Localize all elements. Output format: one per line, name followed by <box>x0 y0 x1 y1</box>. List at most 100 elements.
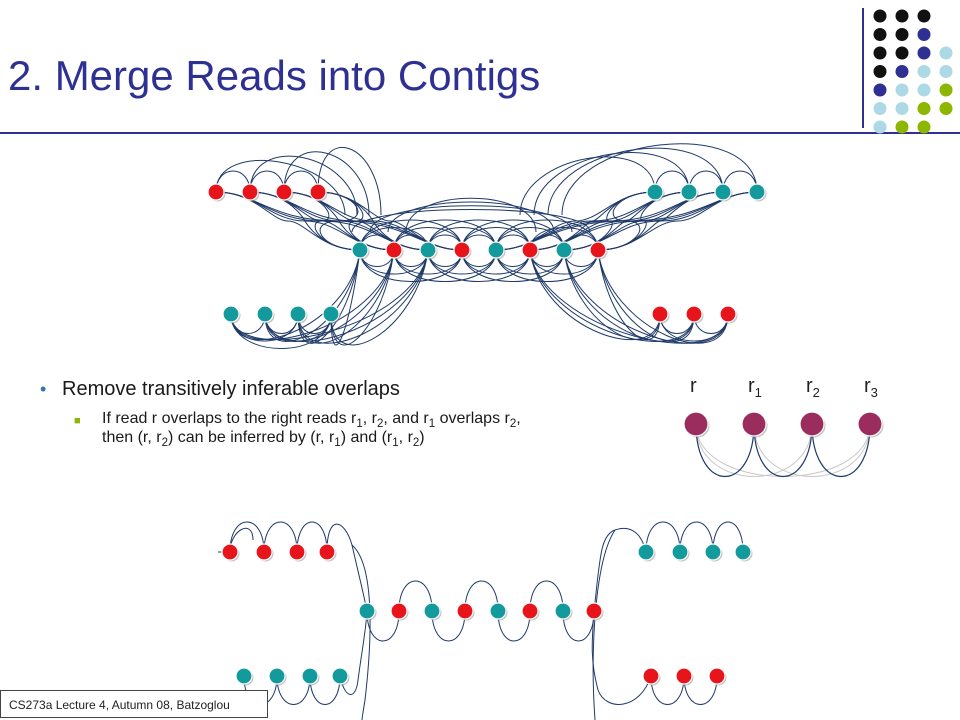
read-node-teal <box>734 543 752 561</box>
overlap-edge <box>351 209 591 233</box>
overlap-edge <box>398 580 433 612</box>
read-node-red <box>675 667 693 685</box>
read-node-purple <box>857 411 883 437</box>
overlap-edge <box>597 249 695 342</box>
read-node-red <box>241 183 259 201</box>
read-label-base: r <box>748 375 755 397</box>
read-node-teal <box>289 305 307 323</box>
overlap-edge <box>592 529 616 720</box>
read-node-red <box>708 667 726 685</box>
text-segment: , r <box>362 410 377 427</box>
overlap-edge <box>597 249 729 344</box>
overlap-edge <box>645 521 681 553</box>
read-label-base: r <box>864 375 871 397</box>
subscript: 2 <box>376 418 384 431</box>
decor-dot <box>895 83 909 97</box>
overlap-edge <box>264 249 395 342</box>
overlap-edge <box>650 675 685 705</box>
read-node-teal <box>222 305 240 323</box>
read-node-red <box>521 602 539 620</box>
decor-dot <box>917 65 931 78</box>
read-node-teal <box>646 183 664 201</box>
read-label: r <box>690 375 697 397</box>
text-segment: ) <box>419 429 425 446</box>
text-segment: , then (r, r <box>102 410 521 446</box>
overlap-edge <box>230 249 429 341</box>
overlap-edge <box>339 610 368 695</box>
text-segment: ) and (r <box>340 429 393 446</box>
overlap-edge <box>563 249 695 342</box>
overlap-edge <box>264 249 429 342</box>
read-node-red <box>385 241 403 259</box>
decor-dot <box>895 120 909 134</box>
text-segment: , r <box>398 429 413 446</box>
read-node-teal <box>419 241 437 259</box>
text-segment: overlaps r <box>435 410 510 427</box>
read-label: r3 <box>864 375 878 400</box>
sub-bullet-item: ■ If read r overlaps to the right reads … <box>74 409 560 450</box>
overlap-edge <box>215 160 346 216</box>
read-node-purple <box>799 411 825 437</box>
decor-vertical-line <box>862 8 864 128</box>
read-node-red <box>521 241 539 259</box>
read-node-red <box>207 183 225 201</box>
overlap-edge <box>297 249 361 344</box>
bullet-dot-icon: • <box>40 379 47 399</box>
decor-dot <box>917 9 931 23</box>
overlap-edge <box>547 147 724 216</box>
text-segment: If read r overlaps to the right reads r <box>102 410 357 427</box>
decor-dot <box>873 102 887 115</box>
overlap-edge <box>563 249 729 344</box>
overlap-edge <box>276 675 311 705</box>
read-node-teal <box>554 602 572 620</box>
overlap-edge <box>679 521 714 553</box>
overlap-edge <box>753 423 813 477</box>
overlap-edge <box>283 151 370 216</box>
subscript: 1 <box>392 437 399 450</box>
overlap-edge <box>330 249 361 346</box>
read-node-teal <box>714 183 732 201</box>
decor-dot <box>895 46 909 60</box>
read-node-teal <box>301 667 319 685</box>
overlap-edge <box>296 521 328 553</box>
read-label-base: r <box>690 375 697 397</box>
overlap-edge <box>297 249 395 344</box>
decor-dot <box>873 120 887 134</box>
read-label-subscript: 3 <box>871 385 878 400</box>
read-label-base: r <box>806 375 813 397</box>
decor-dot <box>917 120 931 134</box>
decor-dot <box>939 46 953 60</box>
decor-dot <box>895 102 909 115</box>
read-node-teal <box>235 667 253 685</box>
read-node-teal <box>555 241 573 259</box>
overlap-edge <box>597 249 661 341</box>
read-node-teal <box>637 543 655 561</box>
read-label: r1 <box>748 375 762 400</box>
overlap-edge <box>529 580 564 612</box>
decor-dot <box>895 28 909 41</box>
read-node-red <box>318 543 336 561</box>
read-node-red <box>309 183 327 201</box>
read-node-red <box>719 305 737 323</box>
overlap-edge <box>387 201 555 233</box>
read-node-teal <box>748 183 766 201</box>
subscript: 1 <box>428 418 436 431</box>
title-divider <box>0 132 960 134</box>
overlap-edge <box>712 521 744 553</box>
decor-dot-grid <box>873 9 953 134</box>
overlap-edge <box>309 675 341 705</box>
read-node-teal <box>487 241 505 259</box>
read-node-red <box>589 241 607 259</box>
overlap-edge <box>495 249 599 282</box>
decor-dot <box>939 83 953 97</box>
overlap-edge <box>695 423 755 477</box>
overlap-edge <box>427 249 531 282</box>
read-node-red <box>642 667 660 685</box>
footer-caption: CS273a Lecture 4, Autumn 08, Batzoglou <box>0 690 268 718</box>
overlap-edge <box>317 147 382 216</box>
overlap-edge <box>229 521 265 553</box>
overlap-edge <box>264 249 361 342</box>
overlap-edge <box>464 580 499 612</box>
overlap-edge <box>405 197 537 233</box>
